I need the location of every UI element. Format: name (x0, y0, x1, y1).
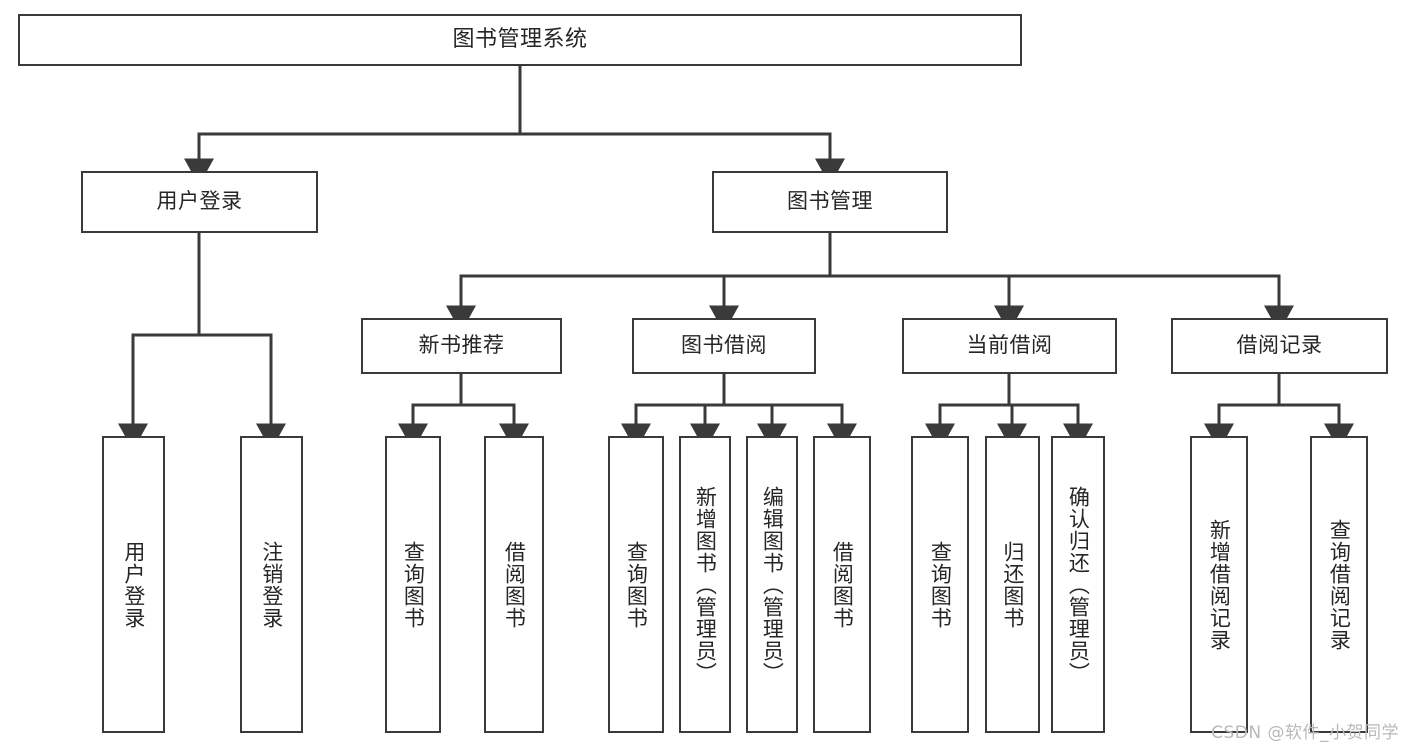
node-leaf-borrow-book-1-label: 借阅图书 (502, 540, 527, 629)
node-leaf-borrow-book-1[interactable]: 借阅图书 (484, 436, 544, 733)
node-leaf-query-book-3[interactable]: 查询图书 (911, 436, 969, 733)
watermark: CSDN @软件_小贺同学 (1211, 723, 1399, 743)
node-leaf-borrow-book-2[interactable]: 借阅图书 (813, 436, 871, 733)
node-leaf-add-record-label: 新增借阅记录 (1207, 518, 1232, 651)
node-leaf-borrow-book-2-label: 借阅图书 (830, 540, 855, 629)
node-leaf-user-login[interactable]: 用户登录 (102, 436, 165, 733)
node-leaf-confirm-return-label: 确认归还（管理员） (1066, 485, 1091, 684)
node-borrow-record[interactable]: 借阅记录 (1171, 318, 1388, 374)
node-leaf-query-book-2[interactable]: 查询图书 (608, 436, 664, 733)
node-new-book-recommend[interactable]: 新书推荐 (361, 318, 562, 374)
node-leaf-logout-login-label: 注销登录 (259, 540, 284, 629)
node-book-borrow[interactable]: 图书借阅 (632, 318, 816, 374)
node-leaf-user-login-label: 用户登录 (121, 540, 146, 629)
node-root[interactable]: 图书管理系统 (18, 14, 1022, 66)
node-leaf-query-record[interactable]: 查询借阅记录 (1310, 436, 1368, 733)
node-root-label: 图书管理系统 (452, 26, 588, 52)
node-leaf-query-book-3-label: 查询图书 (928, 540, 953, 629)
node-book-manage-label: 图书管理 (787, 189, 873, 214)
node-leaf-query-book-2-label: 查询图书 (624, 540, 649, 629)
node-user-login-label: 用户登录 (156, 189, 243, 214)
node-book-borrow-label: 图书借阅 (681, 333, 767, 358)
node-leaf-edit-book[interactable]: 编辑图书（管理员） (746, 436, 798, 733)
node-leaf-add-book[interactable]: 新增图书（管理员） (679, 436, 731, 733)
node-leaf-return-book-label: 归还图书 (1000, 540, 1025, 629)
node-leaf-confirm-return[interactable]: 确认归还（管理员） (1051, 436, 1105, 733)
node-leaf-add-book-label: 新增图书（管理员） (693, 485, 718, 684)
node-borrow-record-label: 借阅记录 (1236, 333, 1323, 358)
node-user-login[interactable]: 用户登录 (81, 171, 318, 233)
node-leaf-query-book-1[interactable]: 查询图书 (385, 436, 441, 733)
node-leaf-query-record-label: 查询借阅记录 (1327, 518, 1352, 651)
node-leaf-logout-login[interactable]: 注销登录 (240, 436, 303, 733)
node-current-borrow[interactable]: 当前借阅 (902, 318, 1117, 374)
node-leaf-query-book-1-label: 查询图书 (401, 540, 426, 629)
node-leaf-add-record[interactable]: 新增借阅记录 (1190, 436, 1248, 733)
node-new-book-recommend-label: 新书推荐 (418, 333, 505, 358)
node-current-borrow-label: 当前借阅 (966, 333, 1053, 358)
node-leaf-edit-book-label: 编辑图书（管理员） (760, 485, 785, 684)
node-book-manage[interactable]: 图书管理 (712, 171, 948, 233)
node-leaf-return-book[interactable]: 归还图书 (985, 436, 1040, 733)
